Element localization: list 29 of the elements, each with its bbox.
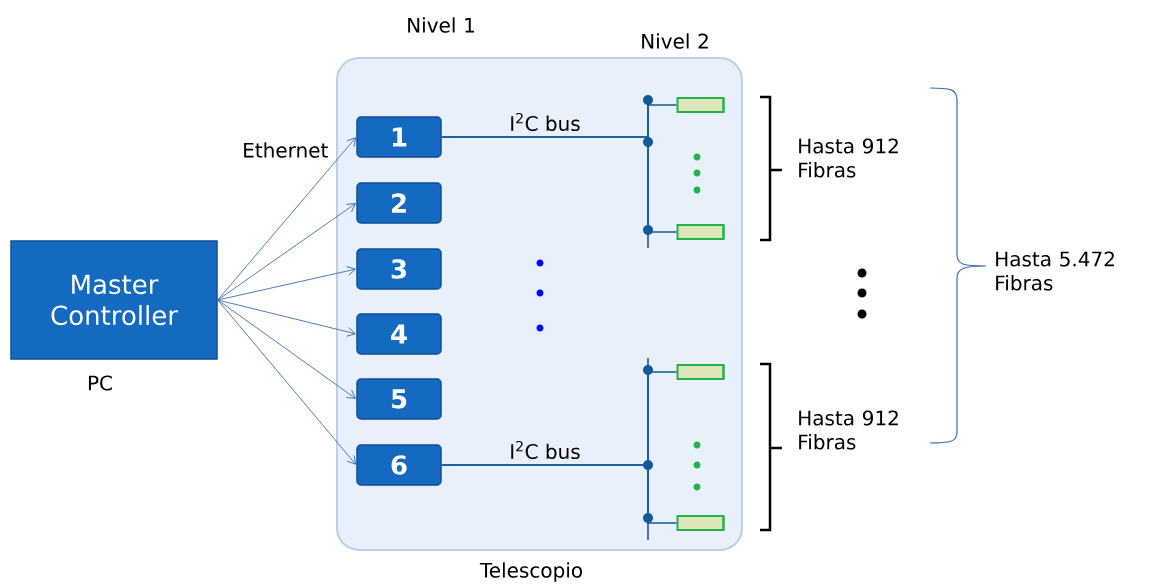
arrow [217, 266, 356, 301]
bus-connector [440, 136, 678, 233]
edge-label: I$^{2}$C bus [508, 111, 582, 133]
fiber-connector [676, 515, 725, 531]
module-box: 5 [356, 378, 442, 420]
text-label: Ethernet [244, 142, 328, 158]
text-label: Hasta 912 Fibras [799, 138, 898, 178]
text-label: Nivel 2 [642, 33, 708, 49]
bus-connector [440, 464, 678, 524]
arrow [217, 299, 356, 399]
module-box: 2 [356, 182, 442, 224]
module-box: 1 [356, 116, 442, 158]
fiber-connector [676, 224, 725, 240]
text-label: Hasta 912 Fibras [799, 410, 898, 450]
arrow [217, 137, 357, 301]
text-label: Nivel 1 [408, 17, 474, 33]
arrow [217, 299, 356, 337]
module-box: 6 [356, 444, 442, 486]
node-label: Telescopio [479, 562, 582, 582]
controller-box: Master Controller [10, 240, 218, 360]
edge-label: I$^{2}$C bus [508, 439, 582, 461]
beside-text: PC [88, 375, 112, 391]
arrow [217, 203, 356, 301]
fiber-connector [676, 97, 725, 113]
text-label: Hasta 5.472 Fibras [996, 251, 1114, 291]
module-box: 3 [356, 248, 442, 290]
module-box: 4 [356, 313, 442, 355]
arrow [217, 299, 357, 465]
fiber-connector [676, 364, 725, 380]
